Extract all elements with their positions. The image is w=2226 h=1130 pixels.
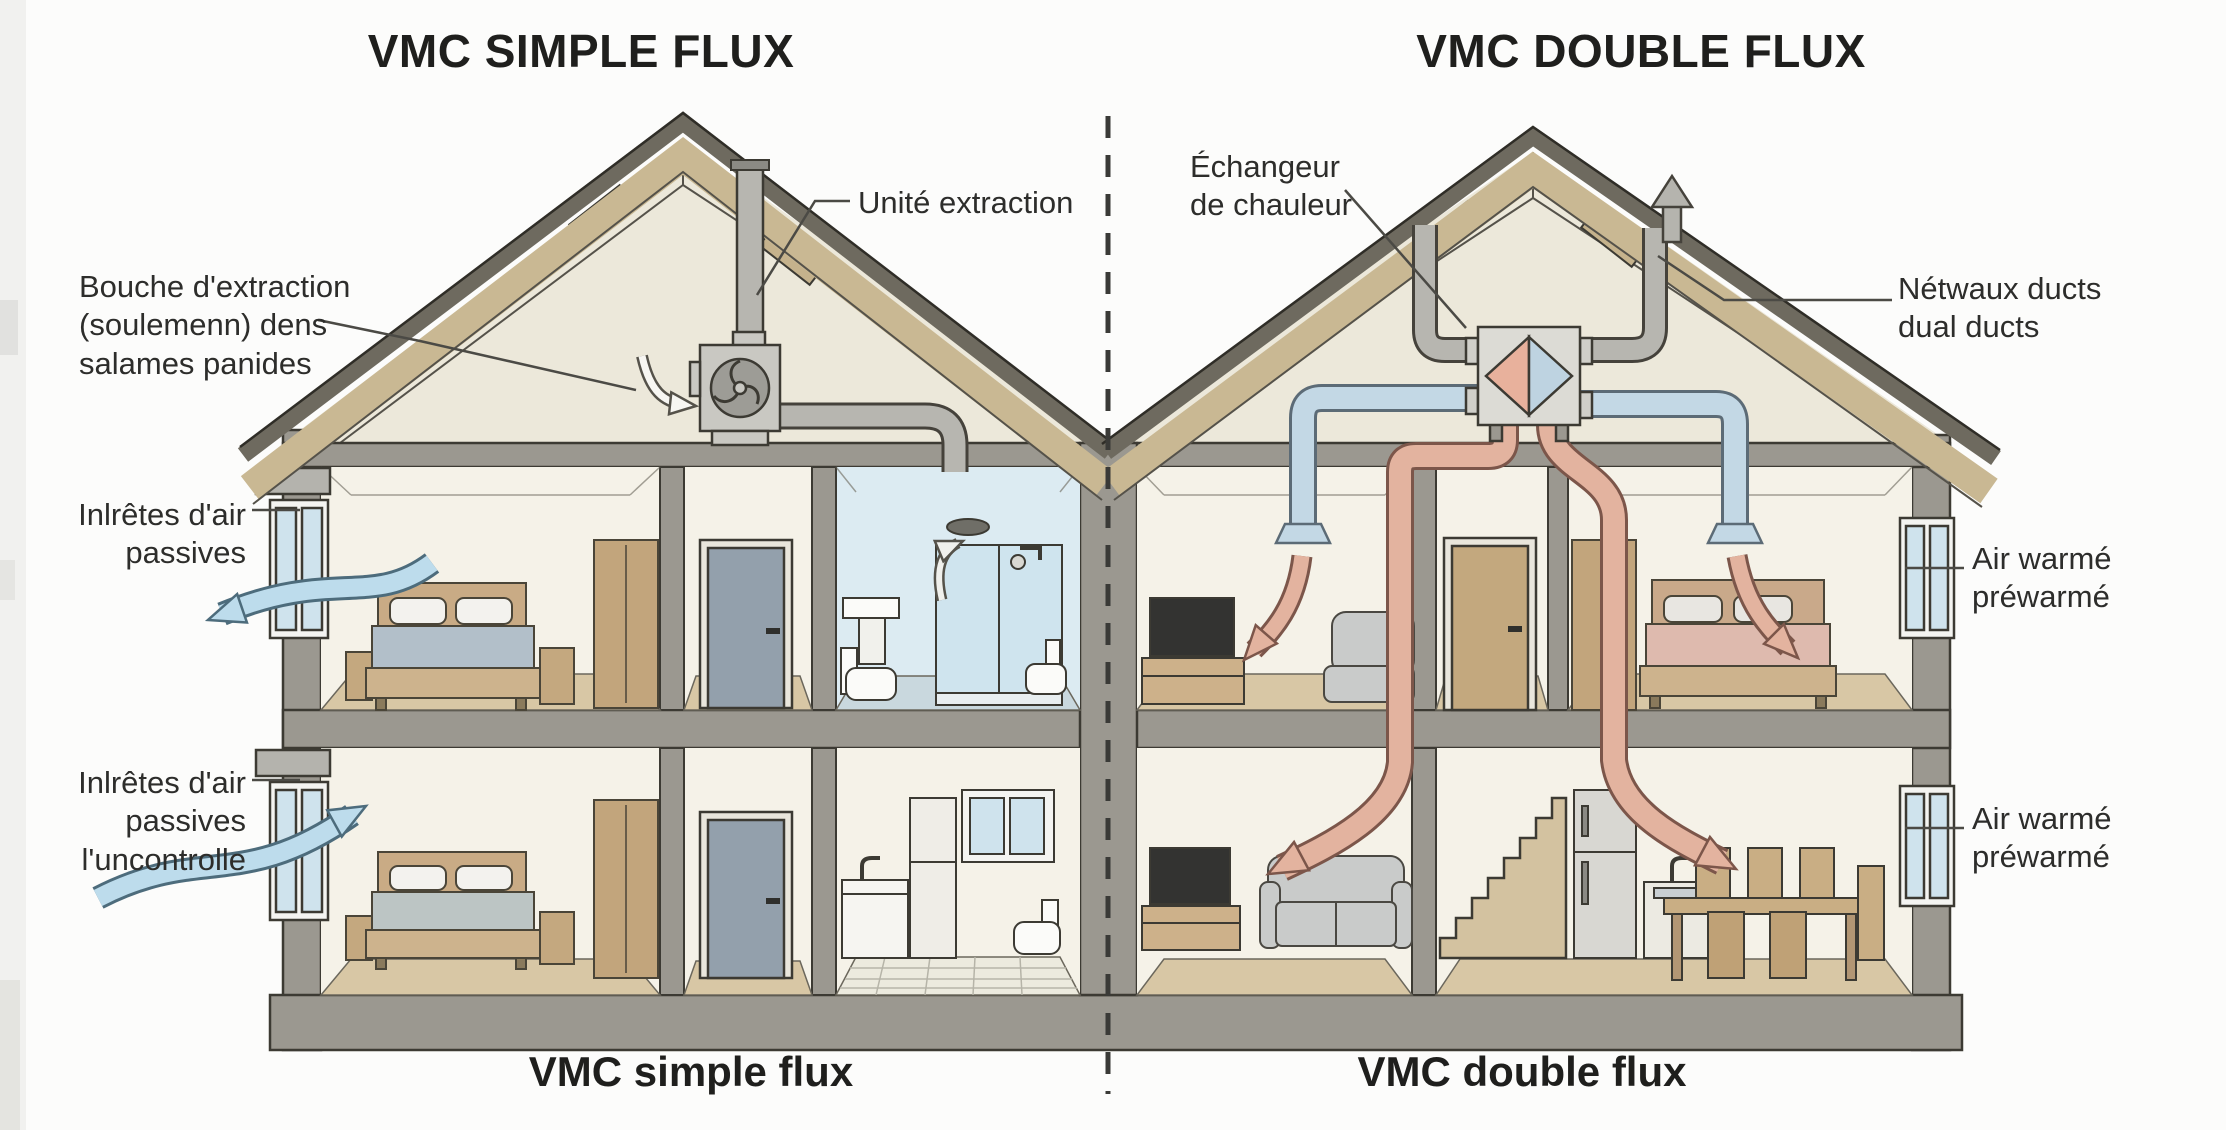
page-left-edge — [0, 0, 26, 1130]
exchanger-cool-side — [1527, 334, 1574, 418]
warm-arrow-upper-bedroom — [1726, 553, 1801, 661]
sofa-lower-right-house — [1259, 855, 1413, 949]
door-upper-left — [698, 538, 794, 710]
extraction-unit-box — [688, 330, 782, 447]
label-inlretes-air-passives: Inlrêtes d'air passives — [78, 497, 246, 571]
tv-lower-right-house — [1141, 847, 1241, 951]
roof-exhaust-arrow — [1649, 173, 1695, 244]
window-lower-right — [1898, 784, 1956, 908]
bathroom-vent-arrow — [932, 538, 966, 602]
label-inlretes-air-passives-uncontrolle: Inlrêtes d'air passives l'uncontrolle — [78, 765, 246, 877]
dining-table-and-chairs — [1663, 847, 1885, 981]
roofs — [237, 111, 2001, 508]
extract-flow-arrow — [636, 354, 700, 416]
leader-lines — [252, 189, 1964, 830]
warm-duct-right — [1536, 423, 1739, 875]
right-house-upper-floor — [1135, 466, 1956, 712]
label-bouche-extraction: Bouche d'extraction (soulemenn) dens sal… — [79, 269, 351, 381]
door-upper-right-house — [1442, 536, 1538, 712]
staircase — [1438, 796, 1568, 960]
bathroom-fixtures — [840, 518, 1067, 706]
bed-upper-left — [345, 582, 575, 711]
duct-network — [1241, 173, 1801, 881]
door-lower-left — [698, 810, 794, 980]
label-air-warme-top: Air warmé préwarmé — [1972, 541, 2112, 615]
leader-unite-extraction — [755, 199, 850, 296]
caption-double-flux: VMC double flux — [1357, 1048, 1687, 1095]
warm-arrow-upper-living — [1241, 554, 1313, 663]
title-double-flux: VMC DOUBLE FLUX — [1416, 25, 1866, 77]
label-unite-extraction: Unité extraction — [858, 185, 1074, 220]
air-inlet-arrow-upper — [204, 553, 440, 626]
leader-echangeur — [1344, 189, 1467, 329]
right-house-lower-floor — [1135, 747, 1956, 996]
label-air-warme-bottom: Air warmé préwarmé — [1972, 801, 2112, 875]
heat-exchanger — [1464, 325, 1594, 443]
left-house-upper-floor — [254, 466, 1082, 711]
extraction-unit-assembly — [636, 159, 969, 472]
tiled-floor — [834, 956, 1082, 996]
tv-upper-right-house — [1141, 597, 1245, 705]
label-netwaux-ducts: Nétwaux ducts dual ducts — [1898, 271, 2102, 345]
warm-duct-left — [1265, 425, 1519, 881]
caption-simple-flux: VMC simple flux — [528, 1048, 854, 1095]
bed-upper-right-house — [1639, 579, 1837, 709]
air-inlet-arrow-lower — [92, 804, 369, 909]
ceiling-diffuser-left — [1274, 522, 1332, 545]
leader-netwaux — [1657, 254, 1892, 302]
fridge — [1573, 789, 1637, 959]
leader-bouche-extraction — [317, 318, 637, 392]
title-simple-flux: VMC SIMPLE FLUX — [367, 25, 795, 77]
ceiling-diffuser-right — [1706, 522, 1764, 545]
window-upper-right — [1898, 516, 1956, 640]
label-echangeur-de-chauleur: Échangeur de chauleur — [1190, 149, 1353, 223]
exhaust-duct — [735, 166, 765, 348]
left-house-lower-floor — [254, 747, 1082, 996]
bed-lower-left — [345, 851, 575, 970]
kitchen-wc-fixtures — [841, 789, 1061, 959]
